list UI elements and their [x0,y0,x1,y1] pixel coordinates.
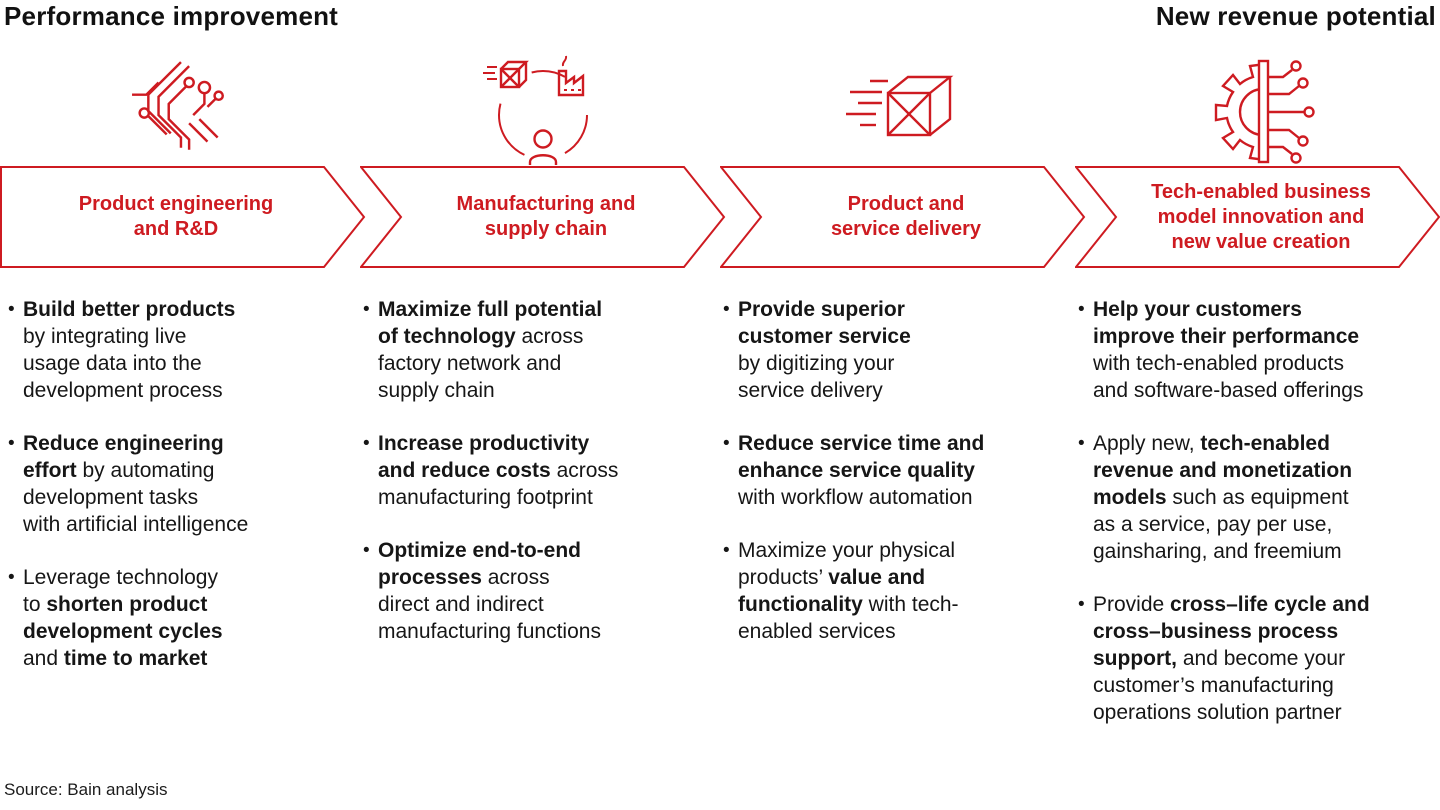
bullet-item: • Provide superior customer service by di… [723,296,1081,404]
bullet-dot: • [363,299,370,320]
bullet-item: • Increase productivity and reduce costs … [363,430,721,511]
bullet-item: • Leverage technology to shorten product … [8,564,358,672]
bullet-text: Build better products by integrating liv… [23,298,236,402]
bullet-text: Apply new, tech-enabled revenue and mone… [1093,432,1353,563]
chevron-arrow [720,166,1086,268]
chevron-arrow [360,166,726,268]
bullet-text: Provide superior customer service by dig… [738,298,911,402]
bullet-dot: • [1078,433,1085,454]
bullet-item: • Help your customers improve their perfo… [1078,296,1436,404]
bullet-text: Maximize full potential of technology ac… [378,298,603,402]
source-note: Source: Bain analysis [4,780,168,799]
stage-label: Tech-enabled business model innovation a… [1151,180,1371,253]
bullet-item: • Apply new, tech-enabled revenue and mon… [1078,430,1436,565]
bullet-text: Leverage technology to shorten product d… [23,566,223,670]
header-performance-improvement: Performance improvement [4,1,339,31]
bullet-text: Optimize end-to-end processes across dir… [378,539,601,643]
bullet-list: • Build better products by integrating li… [8,296,358,672]
bullet-text: Reduce service time and enhance service … [738,432,985,509]
bullet-dot: • [363,433,370,454]
stage-label: Manufacturing and supply chain [456,193,636,240]
bullet-dot: • [1078,299,1085,320]
bullet-item: • Maximize your physical products’ value … [723,537,1081,645]
bullet-list: • Maximize full potential of technology a… [363,296,721,645]
bullet-dot: • [8,567,15,588]
stage-tech-enabled-business-model: Tech-enabled business model innovation a… [1075,0,1440,810]
bullet-item: • Maximize full potential of technology a… [363,296,721,404]
bullet-text: Maximize your physical products’ value a… [738,539,959,643]
header-new-revenue-potential: New revenue potential [1155,1,1436,31]
bullet-dot: • [8,299,15,320]
stage-manufacturing-supply-chain: Manufacturing and supply chain • Maximize… [360,0,726,810]
bullet-text: Provide cross–life cycle and cross–busin… [1093,593,1370,724]
bullet-dot: • [723,433,730,454]
bullet-dot: • [723,299,730,320]
bullet-text: Reduce engineering effort by automating … [23,432,249,536]
bullet-item: • Reduce engineering effort by automating… [8,430,358,538]
bullet-dot: • [723,540,730,561]
stage-product-engineering: Product engineering and R&D • Build bette… [0,0,366,810]
bullet-item: • Provide cross–life cycle and cross–busi… [1078,591,1436,726]
bullet-text: Help your customers improve their perfor… [1093,298,1364,402]
bullet-text: Increase productivity and reduce costs a… [378,432,619,509]
bullet-list: • Help your customers improve their perfo… [1078,296,1436,726]
stage-label: Product and service delivery [830,193,982,240]
bullet-dot: • [8,433,15,454]
chevron-arrow [0,166,366,268]
stage-product-service-delivery: Product and service delivery • Provide su… [720,0,1086,810]
circuit-board-icon [0,56,366,166]
stage-label: Product engineering and R&D [78,193,274,240]
bullet-item: • Reduce service time and enhance service… [723,430,1081,511]
gear-circuit-icon [1075,56,1440,166]
chevron-arrow [1075,166,1440,268]
bullet-list: • Provide superior customer service by di… [723,296,1081,645]
supply-chain-network-icon [360,55,726,166]
bullet-dot: • [1078,594,1085,615]
bullet-item: • Build better products by integrating li… [8,296,358,404]
speeding-package-icon [720,56,1086,166]
bullet-dot: • [363,540,370,561]
bullet-item: • Optimize end-to-end processes across di… [363,537,721,645]
